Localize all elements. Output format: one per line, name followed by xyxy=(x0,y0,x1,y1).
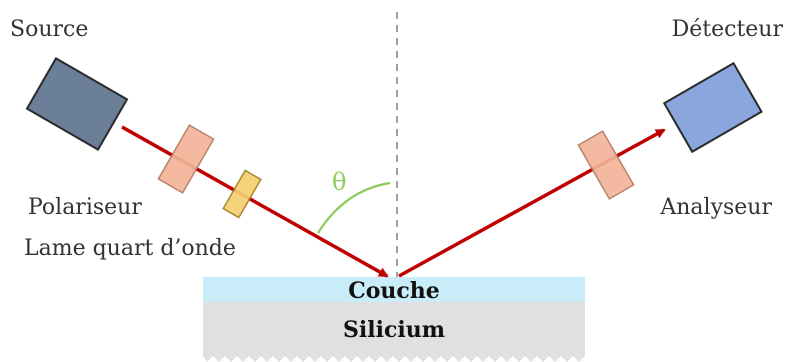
quarter-wave-plate-label: Lame quart d’onde xyxy=(24,236,236,261)
analyzer-label: Analyseur xyxy=(659,195,772,220)
incident-beam xyxy=(121,125,389,278)
source-icon xyxy=(25,57,129,151)
polarizer-icon xyxy=(157,124,215,194)
quarter-wave-plate-icon xyxy=(222,169,262,219)
layer-label: Couche xyxy=(348,278,440,304)
angle-label: θ xyxy=(332,168,346,196)
detector-icon xyxy=(662,61,763,154)
substrate-label: Silicium xyxy=(343,317,445,343)
detector-label: Détecteur xyxy=(672,17,784,42)
silicon-substrate xyxy=(203,302,585,362)
thin-film-layer xyxy=(203,277,585,302)
source-label: Source xyxy=(10,17,88,42)
polarizer-label: Polariseur xyxy=(28,195,142,220)
reflected-beam xyxy=(398,128,666,278)
angle-arc xyxy=(317,181,391,234)
analyzer-icon xyxy=(577,130,635,200)
